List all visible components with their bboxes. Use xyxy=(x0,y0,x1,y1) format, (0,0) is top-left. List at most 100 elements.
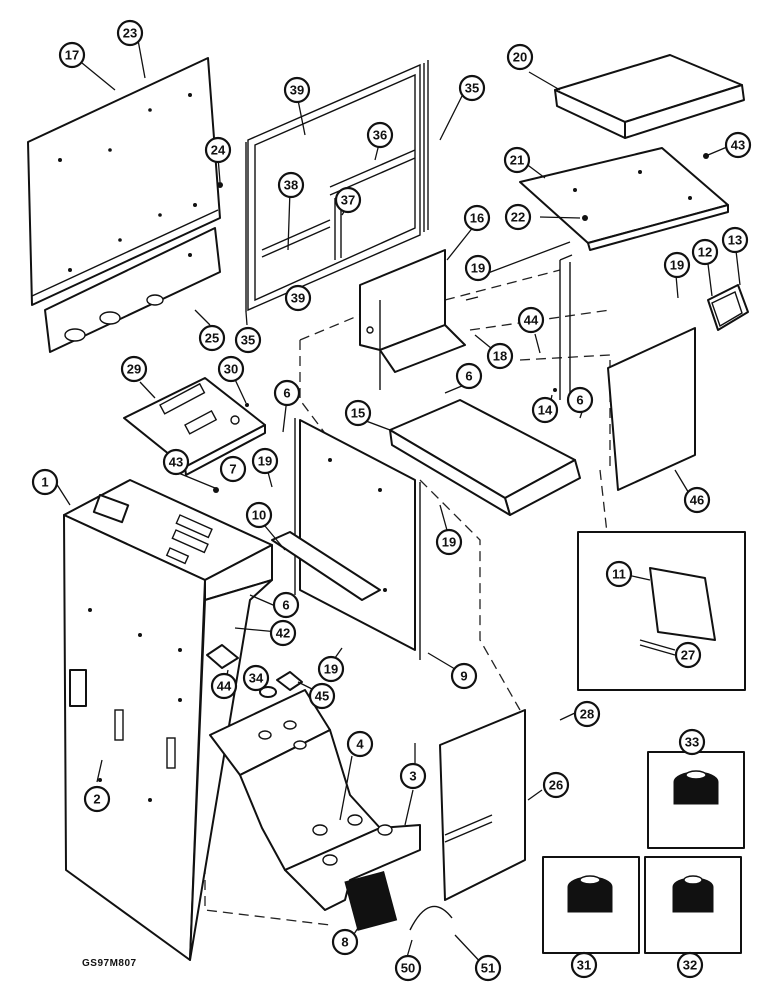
callout-43b: 43 xyxy=(162,448,190,476)
cushion-20 xyxy=(554,54,745,139)
svg-text:43: 43 xyxy=(169,455,183,470)
callout-26: 26 xyxy=(542,771,570,799)
svg-text:29: 29 xyxy=(127,362,141,377)
callout-6d: 6 xyxy=(272,591,300,619)
svg-text:34: 34 xyxy=(249,671,264,686)
svg-text:6: 6 xyxy=(282,598,289,613)
svg-text:38: 38 xyxy=(284,178,298,193)
svg-text:42: 42 xyxy=(276,626,290,641)
callout-19c: 19 xyxy=(251,447,279,475)
svg-text:35: 35 xyxy=(465,81,479,96)
callout-22: 22 xyxy=(504,203,532,231)
callout-18: 18 xyxy=(486,342,514,370)
callout-35a: 35 xyxy=(458,74,486,102)
svg-text:19: 19 xyxy=(670,258,684,273)
svg-text:6: 6 xyxy=(465,369,472,384)
svg-text:14: 14 xyxy=(538,403,553,418)
housing-1 xyxy=(63,479,273,961)
small-parts xyxy=(206,153,709,931)
callout-25: 25 xyxy=(198,324,226,352)
svg-text:19: 19 xyxy=(442,535,456,550)
floor-bracket-4 xyxy=(209,689,421,911)
callout-31: 31 xyxy=(570,951,598,979)
svg-text:9: 9 xyxy=(460,669,467,684)
svg-text:51: 51 xyxy=(481,961,495,976)
svg-text:11: 11 xyxy=(612,567,626,582)
callout-42: 42 xyxy=(269,619,297,647)
callout-20: 20 xyxy=(506,43,534,71)
svg-text:43: 43 xyxy=(731,138,745,153)
callout-34: 34 xyxy=(242,664,270,692)
svg-text:8: 8 xyxy=(341,935,348,950)
svg-text:20: 20 xyxy=(513,50,527,65)
svg-text:16: 16 xyxy=(470,211,484,226)
callout-36: 36 xyxy=(366,121,394,149)
svg-text:2: 2 xyxy=(93,792,100,807)
callout-32: 32 xyxy=(676,951,704,979)
svg-text:19: 19 xyxy=(258,454,272,469)
svg-text:4: 4 xyxy=(356,737,364,752)
callout-39a: 39 xyxy=(283,76,311,104)
lower-plate-25 xyxy=(44,227,221,353)
inset-box-upper xyxy=(577,531,746,691)
svg-text:6: 6 xyxy=(283,386,290,401)
svg-text:13: 13 xyxy=(728,233,742,248)
svg-text:18: 18 xyxy=(493,349,507,364)
svg-text:44: 44 xyxy=(217,679,232,694)
figure-code: GS97M807 xyxy=(82,958,137,969)
svg-text:50: 50 xyxy=(401,961,415,976)
callout-13: 13 xyxy=(721,226,749,254)
callout-8: 8 xyxy=(331,928,359,956)
svg-text:25: 25 xyxy=(205,331,219,346)
control-plate-29 xyxy=(123,377,266,476)
callout-44a: 44 xyxy=(517,306,545,334)
svg-text:31: 31 xyxy=(577,958,591,973)
callout-15: 15 xyxy=(344,399,372,427)
svg-text:26: 26 xyxy=(549,778,563,793)
callout-9: 9 xyxy=(450,662,478,690)
callout-38: 38 xyxy=(277,171,305,199)
svg-text:39: 39 xyxy=(290,83,304,98)
callout-50: 50 xyxy=(394,954,422,982)
callout-19b: 19 xyxy=(663,251,691,279)
callout-29: 29 xyxy=(120,355,148,383)
callout-44b: 44 xyxy=(210,672,238,700)
callout-3: 3 xyxy=(399,762,427,790)
bracket-16 xyxy=(359,249,466,390)
inset-box-32 xyxy=(644,856,742,954)
callout-33: 33 xyxy=(678,728,706,756)
svg-text:17: 17 xyxy=(65,48,79,63)
inset-box-33 xyxy=(647,751,745,849)
svg-text:6: 6 xyxy=(576,393,583,408)
svg-text:36: 36 xyxy=(373,128,387,143)
callout-6b: 6 xyxy=(273,379,301,407)
svg-text:30: 30 xyxy=(224,362,238,377)
svg-text:15: 15 xyxy=(351,406,365,421)
callout-28: 28 xyxy=(573,700,601,728)
callout-16: 16 xyxy=(463,204,491,232)
top-cover-21 xyxy=(519,147,729,251)
callout-21: 21 xyxy=(503,146,531,174)
svg-text:23: 23 xyxy=(123,26,137,41)
callout-7: 7 xyxy=(219,455,247,483)
svg-text:46: 46 xyxy=(690,493,704,508)
svg-text:24: 24 xyxy=(211,143,226,158)
callout-30: 30 xyxy=(217,355,245,383)
callout-17: 17 xyxy=(58,41,86,69)
rear-panel-23 xyxy=(27,57,221,306)
svg-text:7: 7 xyxy=(229,462,236,477)
callout-19a: 19 xyxy=(464,254,492,282)
svg-text:37: 37 xyxy=(341,193,355,208)
svg-text:19: 19 xyxy=(324,662,338,677)
callout-24: 24 xyxy=(204,136,232,164)
callout-2: 2 xyxy=(83,785,111,813)
callout-11: 11 xyxy=(605,560,633,588)
callout-6a: 6 xyxy=(455,362,483,390)
side-plate-26 xyxy=(439,709,526,901)
box-12 xyxy=(707,284,749,331)
svg-text:12: 12 xyxy=(698,245,712,260)
inset-box-31 xyxy=(542,856,640,954)
callout-1: 1 xyxy=(31,468,59,496)
callout-4: 4 xyxy=(346,730,374,758)
